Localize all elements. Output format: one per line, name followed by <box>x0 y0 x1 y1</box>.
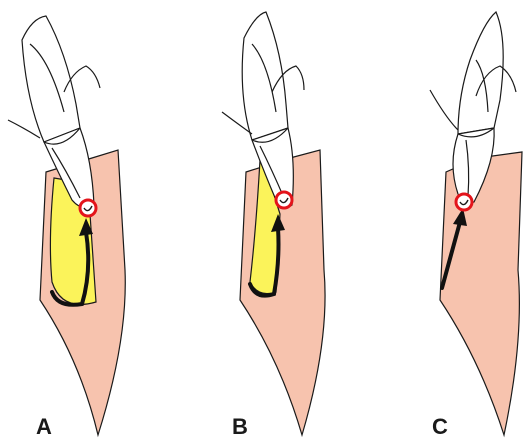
panel-a: A <box>8 16 125 439</box>
panel-b: B <box>222 12 325 439</box>
tooth-crown <box>458 12 503 134</box>
marker-ring <box>80 200 96 216</box>
marker-ring <box>456 194 472 210</box>
lip-contour-lower <box>8 120 40 138</box>
panel-label: B <box>232 414 248 439</box>
panel-c: C <box>430 12 522 439</box>
marker-ring <box>276 192 292 208</box>
lip-contour-lower <box>430 90 458 130</box>
gingiva-tissue <box>440 152 522 435</box>
panel-label: A <box>36 414 52 439</box>
panel-label: C <box>432 414 448 439</box>
